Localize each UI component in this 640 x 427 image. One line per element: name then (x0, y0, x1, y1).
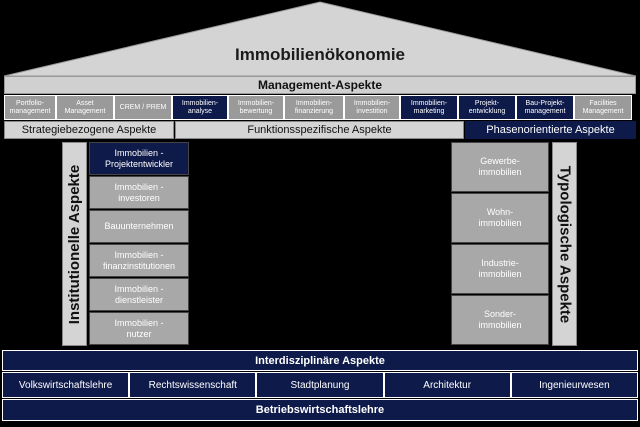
institutional-aspects-label: Institutionelle Aspekte (62, 142, 87, 346)
management-cell: Projekt- entwicklung (458, 95, 516, 120)
management-cell: Facilities Management (574, 95, 632, 120)
typological-item: Sonder- immobilien (451, 295, 549, 345)
typological-item: Industrie- immobilien (451, 244, 549, 294)
management-cell: Portfolio- management (4, 95, 56, 120)
institutional-item: Immobilien - dienstleister (89, 278, 189, 311)
institutional-item: Immobilien - Projektentwickler (89, 142, 189, 175)
discipline-item: Ingenieurwesen (510, 372, 638, 398)
strategic-aspects-group: Strategiebezogene Aspekte (4, 121, 174, 139)
management-cell: Immobilien- analyse (172, 95, 228, 120)
management-cell: Bau-Projekt- management (516, 95, 574, 120)
institutional-item: Immobilien - finanzinstitutionen (89, 244, 189, 277)
institutional-item: Immobilien - nutzer (89, 312, 189, 345)
discipline-item: Stadtplanung (256, 372, 384, 398)
management-cell: Asset Management (56, 95, 114, 120)
management-cell: Immobilien- finanzierung (284, 95, 344, 120)
management-cell: CREM / PREM (114, 95, 172, 120)
management-cell: Immobilien- bewertung (228, 95, 284, 120)
discipline-item: Architektur (383, 372, 511, 398)
typological-aspects-label: Typologische Aspekte (552, 142, 577, 346)
foundation-bar: Betriebswirtschaftslehre (2, 399, 638, 421)
roof-pediment (3, 1, 637, 77)
typological-item: Wohn- immobilien (451, 193, 549, 243)
management-cell: Immobilien- investition (344, 95, 400, 120)
interdisciplinary-aspects-bar: Interdisziplinäre Aspekte (2, 350, 638, 371)
management-aspects-bar: Management-Aspekte (4, 76, 636, 94)
management-cell: Immobilien- marketing (400, 95, 458, 120)
functional-aspects-group: Funktionsspezifische Aspekte (175, 121, 464, 139)
discipline-item: Rechtswissenschaft (129, 372, 257, 398)
discipline-item: Volkswirtschaftslehre (2, 372, 130, 398)
institutional-item: Immobilien - investoren (89, 176, 189, 209)
typological-item: Gewerbe- immobilien (451, 142, 549, 192)
phase-aspects-group: Phasenorientierte Aspekte (465, 121, 636, 139)
page-title: Immobilienökonomie (234, 45, 406, 64)
institutional-item: Bauunternehmen (89, 210, 189, 243)
